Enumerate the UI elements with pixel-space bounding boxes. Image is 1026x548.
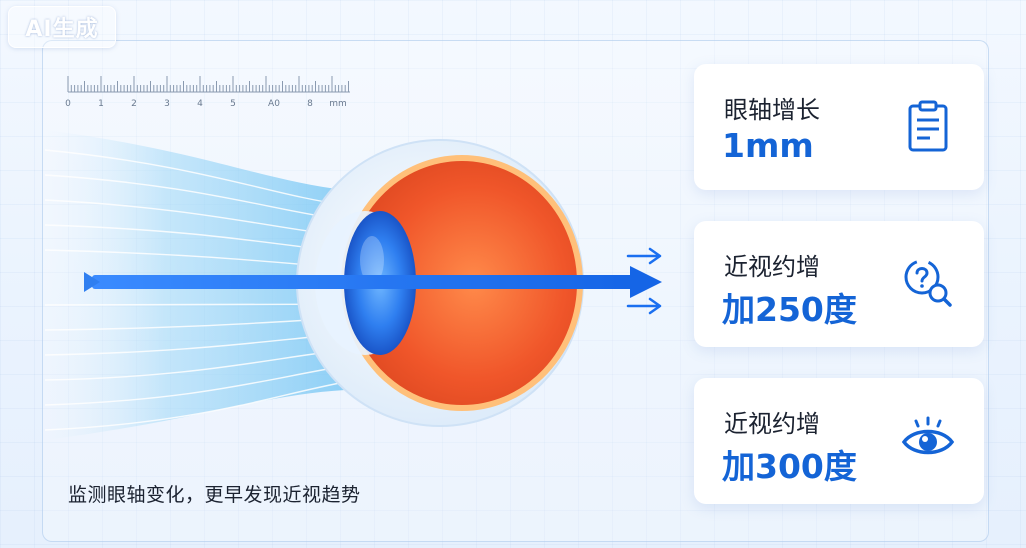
card-value: 加300度: [722, 447, 857, 486]
small-arrows: [626, 247, 662, 315]
ruler-label-1: 1: [98, 99, 104, 109]
axis-arrow-head: [630, 266, 662, 298]
ruler-label-7: 8: [307, 99, 313, 109]
ruler-label-4: 4: [197, 99, 203, 109]
clipboard-icon: [908, 100, 948, 152]
card-value: 加250度: [722, 290, 857, 329]
ruler: 0 1 2 3 4 5 A0 8 mm: [65, 76, 350, 109]
card-myopia-300: 近视约增 加300度: [694, 378, 984, 504]
ruler-ticks: [67, 76, 350, 93]
card-label: 近视约增: [724, 253, 820, 281]
iris-highlight: [360, 236, 384, 284]
ruler-label-5: 5: [230, 99, 236, 109]
card-axial-growth: 眼轴增长 1mm: [694, 64, 984, 190]
caption-text: 监测眼轴变化，更早发现近视趋势: [68, 484, 361, 506]
card-myopia-250: 近视约增 加250度: [694, 221, 984, 347]
ruler-label-3: 3: [164, 99, 170, 109]
ruler-unit: mm: [329, 99, 347, 109]
ruler-label-2: 2: [131, 99, 137, 109]
ai-generated-badge: AI生成: [8, 6, 116, 48]
search-question-icon: [904, 259, 952, 307]
axis-arrow-shaft: [92, 275, 637, 289]
axis-arrow-tail: [84, 272, 100, 292]
card-label: 眼轴增长: [724, 96, 820, 124]
eye-icon: [901, 416, 955, 455]
card-value: 1mm: [722, 126, 814, 165]
ruler-label-6: A0: [268, 99, 280, 109]
ruler-label-0: 0: [65, 99, 71, 109]
card-label: 近视约增: [724, 410, 820, 438]
